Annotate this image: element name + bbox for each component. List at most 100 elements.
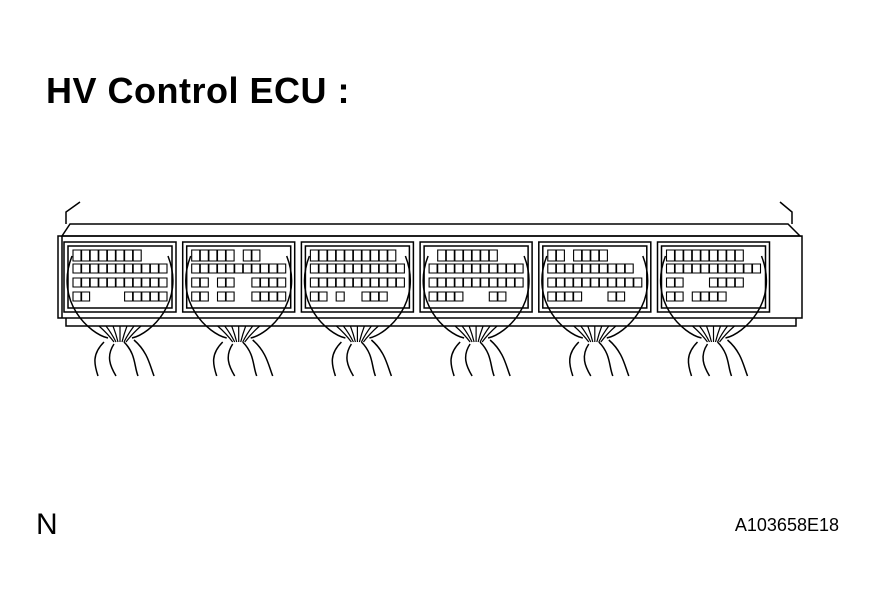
pin-cell [133, 292, 141, 301]
harness-boot [67, 256, 173, 338]
pin-cell [336, 250, 344, 261]
pin-cell [379, 278, 387, 287]
pin-cell [362, 250, 370, 261]
pin-cell [73, 250, 81, 261]
pin-cell [99, 264, 107, 273]
figure-id: A103658E18 [734, 515, 839, 535]
pin-cell [438, 264, 446, 273]
pin-cell [675, 292, 683, 301]
pin-cell [269, 264, 277, 273]
pin-cell [362, 278, 370, 287]
pin-cell [73, 264, 81, 273]
pin-cell [574, 292, 582, 301]
pin-cell [371, 250, 379, 261]
pin-cell [278, 264, 286, 273]
pin-cell [319, 250, 327, 261]
pin-cell [90, 278, 98, 287]
harness-boot [542, 256, 648, 338]
pin-cell [718, 264, 726, 273]
pin-cell [73, 292, 81, 301]
pin-cell [371, 292, 379, 301]
pin-cell [133, 250, 141, 261]
pin-cell [192, 250, 200, 261]
pin-cell [489, 264, 497, 273]
wire-strand [480, 326, 490, 342]
pin-cell [667, 278, 675, 287]
pin-cell [692, 264, 700, 273]
harness-boot [423, 256, 529, 338]
pin-cell [591, 278, 599, 287]
pin-cell [150, 278, 158, 287]
pin-cell [269, 278, 277, 287]
pin-cell [310, 264, 318, 273]
pin-cell [90, 264, 98, 273]
pin-cell [574, 278, 582, 287]
pin-cell [388, 278, 396, 287]
pin-cell [438, 278, 446, 287]
pin-cell [498, 278, 506, 287]
pin-cell [261, 264, 269, 273]
pin-cell [599, 264, 607, 273]
connector-2 [183, 242, 295, 376]
ecu-housing [58, 202, 802, 326]
pin-cell [455, 278, 463, 287]
pin-cell [599, 278, 607, 287]
wire-strand [718, 326, 728, 342]
pin-cell [235, 264, 243, 273]
pin-cell [116, 264, 124, 273]
pin-cell [455, 264, 463, 273]
pin-cell [617, 292, 625, 301]
pin-cell [218, 292, 226, 301]
pin-cell [159, 278, 167, 287]
wire-strand [232, 326, 237, 342]
pin-cell [446, 292, 454, 301]
pin-cell [464, 278, 472, 287]
connector-3 [301, 242, 413, 376]
pin-cell [574, 250, 582, 261]
pin-cell [371, 278, 379, 287]
wire-strand [241, 326, 246, 342]
pin-cell [701, 250, 709, 261]
pin-cell [718, 278, 726, 287]
wire-strand [588, 326, 593, 342]
pin-cell [218, 250, 226, 261]
pin-cell [278, 278, 286, 287]
pin-cell [82, 278, 90, 287]
wire-strand [361, 326, 371, 342]
pin-cell [710, 278, 718, 287]
pin-cell [548, 264, 556, 273]
pin-cell [446, 278, 454, 287]
pin-cell [753, 264, 761, 273]
harness-boot [186, 256, 292, 338]
connector-frame [64, 242, 176, 312]
pin-cell [489, 278, 497, 287]
pin-cell [192, 264, 200, 273]
pin-cell [336, 292, 344, 301]
connector-frame [539, 242, 651, 312]
corner-letter: N [36, 508, 58, 541]
pin-cell [73, 278, 81, 287]
pin-cell [735, 264, 743, 273]
pin-cell [336, 264, 344, 273]
pin-cell [226, 250, 234, 261]
pin-cell [727, 278, 735, 287]
pin-cell [125, 292, 133, 301]
pin-cell [159, 292, 167, 301]
harness-boot [661, 256, 767, 338]
wire-strand [122, 326, 127, 342]
wire-strand [99, 326, 114, 342]
pin-cell [243, 250, 251, 261]
pin-cell [489, 250, 497, 261]
pin-cell [150, 264, 158, 273]
wire-strand [707, 326, 712, 342]
wire-strand [218, 326, 233, 342]
wire-strand [716, 326, 721, 342]
pin-cell [718, 250, 726, 261]
pin-cell [556, 250, 564, 261]
pin-cell [429, 264, 437, 273]
pin-cell [582, 278, 590, 287]
wire-strand [113, 326, 118, 342]
wire-strand [225, 326, 235, 342]
pin-cell [625, 264, 633, 273]
pin-cell [515, 278, 523, 287]
